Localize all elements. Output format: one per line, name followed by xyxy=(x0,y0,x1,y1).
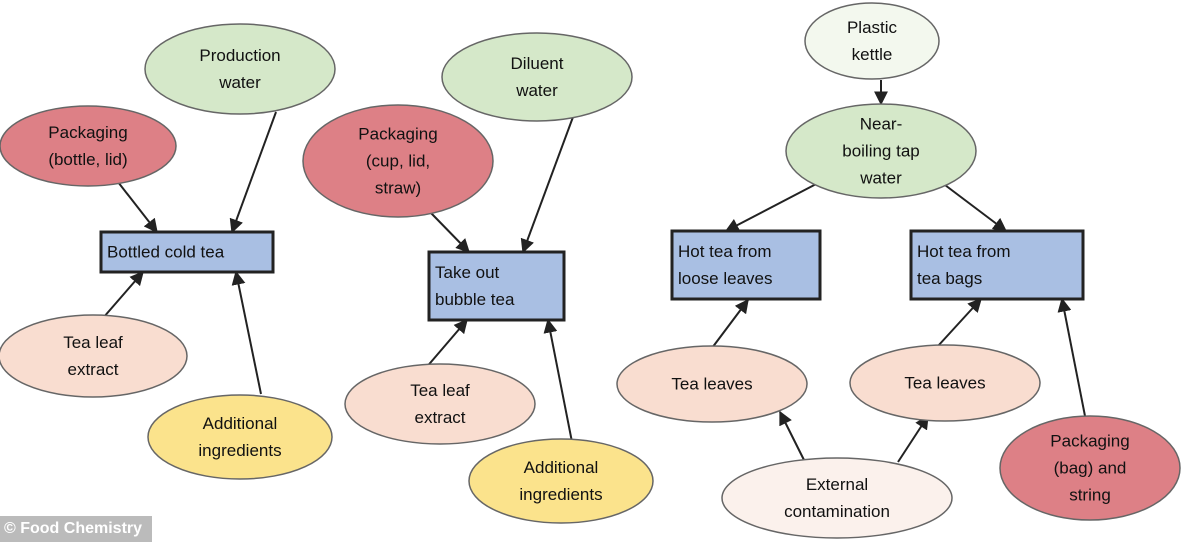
node-external-contamination: External contamination xyxy=(721,457,953,539)
node-bottled-cold-tea: Bottled cold tea xyxy=(99,230,275,274)
node-box xyxy=(670,229,822,301)
node-ellipse xyxy=(344,363,536,445)
node-label: Take out xyxy=(435,263,500,282)
node-label: tea bags xyxy=(917,269,982,288)
node-label: Hot tea from xyxy=(678,242,772,261)
node-ellipse xyxy=(804,2,940,80)
edge-water-to-loose xyxy=(724,181,821,232)
node-label: boiling tap xyxy=(842,142,920,161)
node-label: Tea leaves xyxy=(671,375,752,394)
edge-extract1-to-bottled xyxy=(102,270,144,319)
node-label: (bottle, lid) xyxy=(48,150,127,169)
node-label: Diluent xyxy=(511,54,564,73)
node-near-boiling-water: Near-boiling tap water xyxy=(785,103,977,199)
node-hot-tea-loose: Hot tea from loose leaves xyxy=(670,229,822,301)
node-label: External xyxy=(806,475,868,494)
edge-diluent-water-to-bubble xyxy=(520,116,574,254)
edge-extract2-to-bubble xyxy=(424,318,468,370)
node-label: Additional xyxy=(524,458,599,477)
node-ellipse xyxy=(721,457,953,539)
edge-packaging-cup-to-bubble xyxy=(430,212,470,254)
node-plastic-kettle: Plastic kettle xyxy=(804,2,940,80)
node-box xyxy=(909,229,1085,301)
node-label: contamination xyxy=(784,502,890,521)
node-label: Tea leaves xyxy=(904,374,985,393)
node-label: Near- xyxy=(860,115,903,134)
node-ellipse xyxy=(999,415,1181,521)
node-take-out-bubble-tea: Take out bubble tea xyxy=(427,250,566,322)
node-tea-leaf-extract-2: Tea leaf extract xyxy=(344,363,536,445)
node-additional-ingredients-2: Additional ingredients xyxy=(468,438,654,524)
node-label: (bag) and xyxy=(1054,459,1127,478)
node-production-water: Production water xyxy=(144,23,336,115)
node-label: Packaging xyxy=(358,125,437,144)
node-ellipse xyxy=(0,314,188,398)
node-label: bubble tea xyxy=(435,290,515,309)
node-label: Plastic xyxy=(847,18,898,37)
edges xyxy=(102,80,1086,463)
node-box xyxy=(99,230,275,274)
node-label: straw) xyxy=(375,179,421,198)
node-hot-tea-bags: Hot tea from tea bags xyxy=(909,229,1085,301)
edge-water-to-bags xyxy=(940,181,1008,232)
node-ellipse xyxy=(302,104,494,218)
node-ellipse xyxy=(468,438,654,524)
edge-leaves1-to-loose xyxy=(711,298,749,349)
node-label: water xyxy=(218,73,261,92)
node-ellipse xyxy=(147,394,333,480)
node-label: Additional xyxy=(203,414,278,433)
edge-packaging-bottle-to-bottled xyxy=(117,181,158,234)
node-label: kettle xyxy=(852,45,893,64)
credit-label: © Food Chemistry xyxy=(0,516,153,542)
node-label: water xyxy=(515,81,558,100)
node-tea-leaves-2: Tea leaves xyxy=(849,344,1041,422)
node-packaging-bag: Packaging (bag) and string xyxy=(999,415,1181,521)
node-label: ingredients xyxy=(198,441,281,460)
node-ellipse xyxy=(0,105,177,187)
edge-ingredients1-to-bottled xyxy=(231,270,262,395)
edge-packaging-bag-to-bags xyxy=(1057,297,1086,417)
node-label: loose leaves xyxy=(678,269,773,288)
node-ellipse xyxy=(849,344,1041,422)
node-box xyxy=(427,250,566,322)
node-packaging-bottle: Packaging (bottle, lid) xyxy=(0,105,177,187)
node-label: Packaging xyxy=(48,123,127,142)
node-ellipse xyxy=(144,23,336,115)
edge-production-water-to-bottled xyxy=(229,111,277,234)
node-additional-ingredients-1: Additional ingredients xyxy=(147,394,333,480)
node-label: Production xyxy=(199,46,280,65)
node-ellipse xyxy=(616,345,808,423)
node-label: Packaging xyxy=(1050,432,1129,451)
node-label: extract xyxy=(67,360,118,379)
node-label: Hot tea from xyxy=(917,242,1011,261)
node-label: ingredients xyxy=(519,485,602,504)
node-label: string xyxy=(1069,486,1111,505)
edge-ingredients2-to-bubble xyxy=(543,318,573,443)
edge-contamination-to-leaves2 xyxy=(897,414,929,463)
node-label: Bottled cold tea xyxy=(107,243,225,262)
node-diluent-water: Diluent water xyxy=(441,32,633,122)
node-label: extract xyxy=(414,408,465,427)
node-ellipse xyxy=(441,32,633,122)
node-tea-leaves-1: Tea leaves xyxy=(616,345,808,423)
edge-leaves2-to-bags xyxy=(937,297,982,347)
node-tea-leaf-extract-1: Tea leaf extract xyxy=(0,314,188,398)
node-label: water xyxy=(859,169,902,188)
node-packaging-cup: Packaging (cup, lid, straw) xyxy=(302,104,494,218)
node-ellipse xyxy=(785,103,977,199)
node-label: Tea leaf xyxy=(410,381,470,400)
node-label: (cup, lid, xyxy=(366,152,430,171)
edge-contamination-to-leaves1 xyxy=(779,410,805,461)
node-label: Tea leaf xyxy=(63,333,123,352)
